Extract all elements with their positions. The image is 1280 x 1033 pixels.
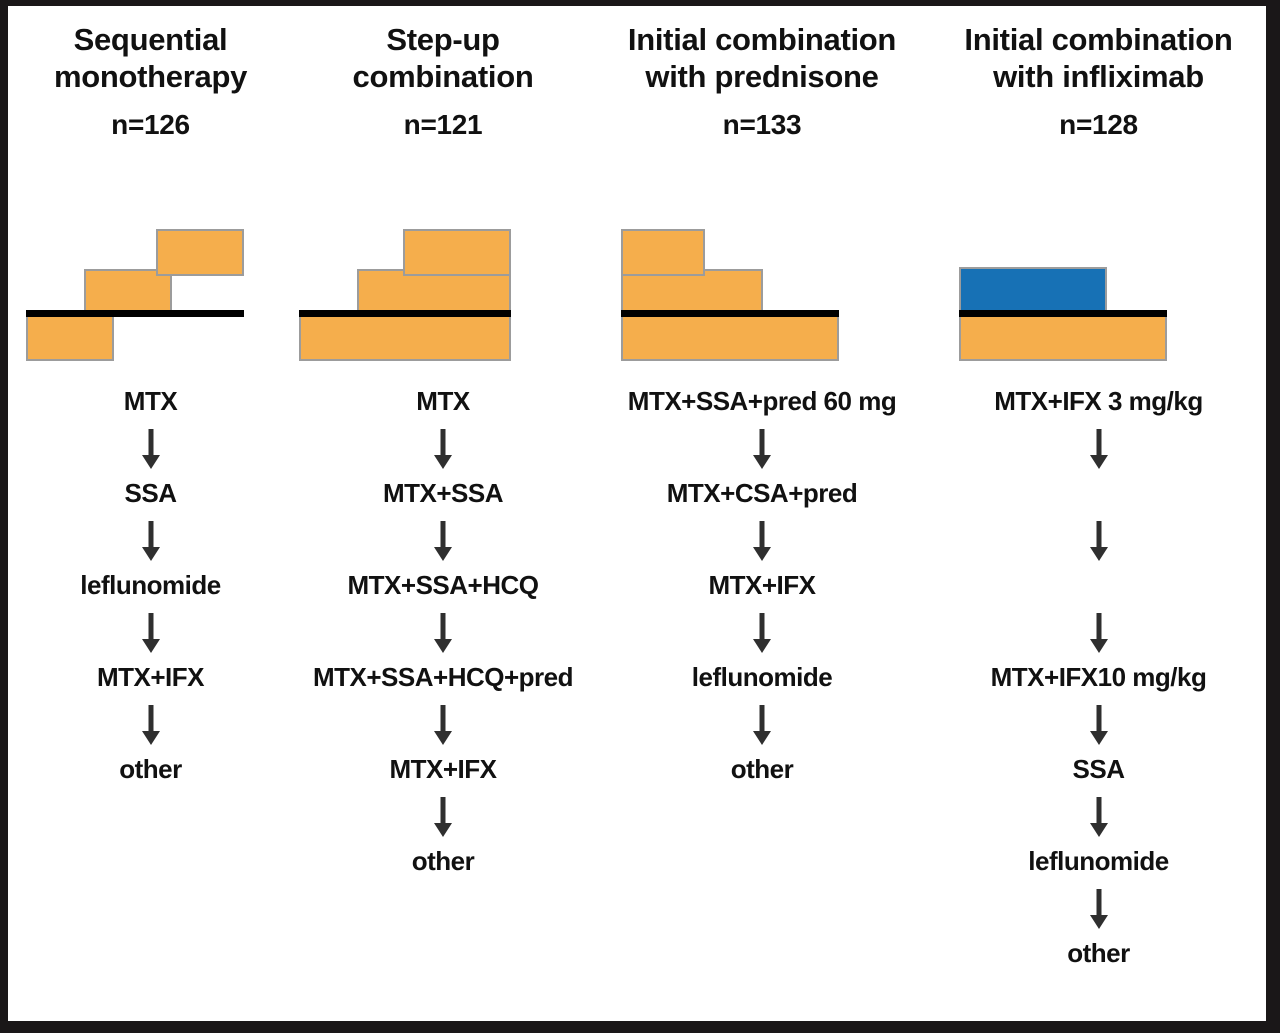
step-item: MTX+IFX	[708, 570, 816, 600]
down-arrow-icon	[293, 692, 593, 754]
step-item: MTX+SSA+pred 60 mg	[627, 386, 897, 416]
bar-diagram	[931, 211, 1266, 376]
down-arrow-icon	[931, 508, 1266, 570]
column-sample-size: n=121	[403, 109, 483, 141]
down-arrow-icon	[593, 600, 931, 662]
down-arrow-icon	[8, 692, 293, 754]
down-arrow-icon	[931, 692, 1266, 754]
bar-diagram-canvas	[8, 211, 293, 376]
bar-orange-2	[84, 269, 172, 316]
column-sample-size: n=126	[111, 109, 190, 141]
down-arrow-icon	[593, 692, 931, 754]
step-item: MTX+IFX 3 mg/kg	[994, 386, 1203, 416]
bar-orange-1	[621, 314, 839, 361]
step-item: other	[119, 754, 182, 784]
treatment-strategy-columns: Sequential monotherapy n=126 MTX SSA lef…	[8, 6, 1266, 1021]
column-header: Initial combination with prednisone n=13…	[593, 22, 931, 141]
step-item: other	[1067, 938, 1130, 968]
step-item	[931, 478, 1266, 508]
bar-blue-1	[959, 267, 1107, 314]
down-arrow-icon	[931, 784, 1266, 846]
down-arrow-icon	[931, 416, 1266, 478]
column-initial-combination-with-prednisone: Initial combination with prednisone n=13…	[593, 6, 931, 1021]
column-initial-combination-with-infliximab: Initial combination with infliximab n=12…	[931, 6, 1266, 1021]
bar-diagram	[293, 211, 593, 376]
column-title: Step-up combination	[352, 22, 534, 94]
treatment-sequence: MTX MTX+SSA MTX+SSA+HCQ MTX+SSA+HCQ+pred…	[293, 386, 593, 876]
column-sequential-monotherapy: Sequential monotherapy n=126 MTX SSA lef…	[8, 6, 293, 1021]
down-arrow-icon	[293, 784, 593, 846]
bar-diagram-canvas	[293, 211, 593, 376]
column-header: Step-up combination n=121	[293, 22, 593, 141]
treatment-sequence: MTX SSA leflunomide MTX+IFX other	[8, 386, 293, 784]
step-item: MTX+SSA	[382, 478, 504, 508]
down-arrow-icon	[593, 508, 931, 570]
step-item: MTX+IFX	[389, 754, 497, 784]
step-item: SSA	[124, 478, 177, 508]
down-arrow-icon	[931, 600, 1266, 662]
baseline-rule	[26, 310, 244, 317]
column-title: Initial combination with infliximab	[964, 22, 1233, 94]
step-item: other	[730, 754, 794, 784]
step-item: leflunomide	[691, 662, 833, 692]
step-item	[931, 570, 1266, 600]
bar-diagram-canvas	[593, 211, 931, 376]
column-title: Initial combination with prednisone	[627, 22, 897, 94]
bar-orange-1	[959, 314, 1167, 361]
column-header: Initial combination with infliximab n=12…	[931, 22, 1266, 141]
step-item: SSA	[1072, 754, 1125, 784]
step-item: other	[411, 846, 475, 876]
down-arrow-icon	[293, 508, 593, 570]
column-step-up-combination: Step-up combination n=121 MTX MTX+SSA MT…	[293, 6, 593, 1021]
step-item: MTX+SSA+HCQ+pred	[312, 662, 574, 692]
baseline-rule	[959, 310, 1167, 317]
bar-orange-2	[357, 269, 511, 316]
figure-panel: Sequential monotherapy n=126 MTX SSA lef…	[8, 6, 1266, 1021]
step-item: MTX+CSA+pred	[666, 478, 858, 508]
step-item: leflunomide	[1028, 846, 1169, 876]
step-item: MTX	[416, 386, 470, 416]
column-header: Sequential monotherapy n=126	[8, 22, 293, 141]
bar-diagram	[593, 211, 931, 376]
step-item: MTX+IFX10 mg/kg	[990, 662, 1207, 692]
bar-orange-2	[621, 269, 763, 316]
bar-orange-3	[156, 229, 244, 276]
down-arrow-icon	[8, 508, 293, 570]
down-arrow-icon	[931, 876, 1266, 938]
bar-diagram	[8, 211, 293, 376]
baseline-rule	[621, 310, 839, 317]
column-title: Sequential monotherapy	[53, 22, 248, 94]
step-item: MTX+IFX	[96, 662, 205, 692]
bar-orange-3	[621, 229, 705, 276]
step-item: MTX	[123, 386, 178, 416]
bar-orange-1	[299, 314, 511, 361]
bar-diagram-canvas	[931, 211, 1266, 376]
step-item: MTX+SSA+HCQ	[347, 570, 540, 600]
bar-orange-3	[403, 229, 511, 276]
column-sample-size: n=133	[722, 109, 802, 141]
down-arrow-icon	[593, 416, 931, 478]
bar-orange-1	[26, 314, 114, 361]
down-arrow-icon	[293, 416, 593, 478]
down-arrow-icon	[8, 600, 293, 662]
treatment-sequence: MTX+IFX 3 mg/kg MTX+IFX10 mg/kg SSA lefl…	[931, 386, 1266, 968]
down-arrow-icon	[293, 600, 593, 662]
treatment-sequence: MTX+SSA+pred 60 mg MTX+CSA+pred MTX+IFX …	[593, 386, 931, 784]
column-sample-size: n=128	[1059, 109, 1138, 141]
down-arrow-icon	[8, 416, 293, 478]
baseline-rule	[299, 310, 511, 317]
step-item: leflunomide	[80, 570, 221, 600]
